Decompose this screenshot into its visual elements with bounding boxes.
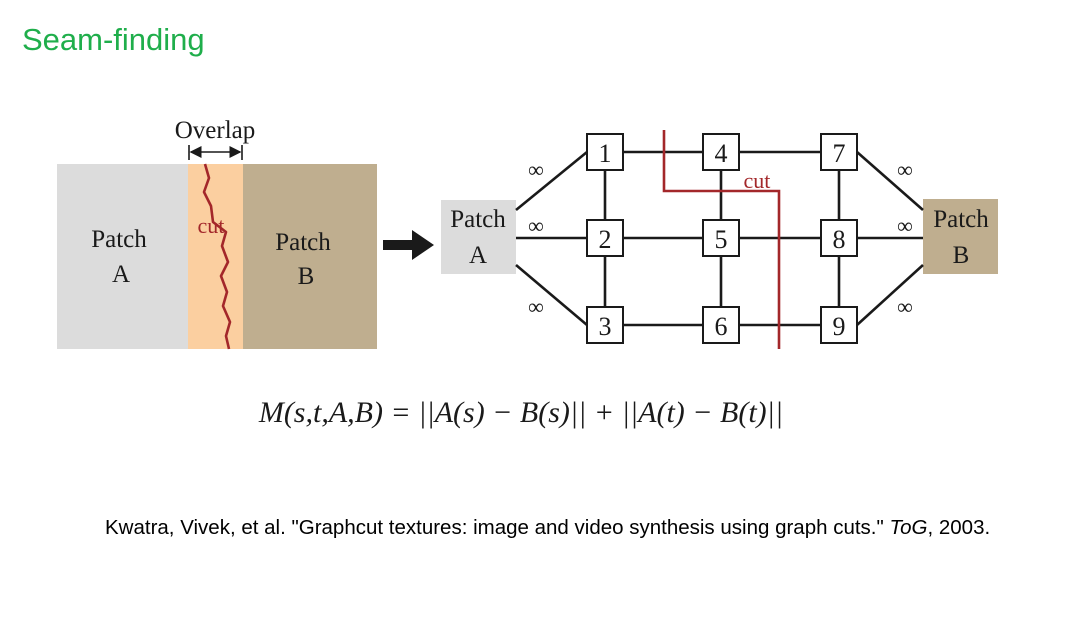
overlap-region bbox=[188, 164, 244, 349]
graph-cut-path bbox=[662, 130, 781, 349]
node-3-box bbox=[586, 306, 624, 344]
node-2-box bbox=[586, 219, 624, 257]
citation-main: Kwatra, Vivek, et al. "Graphcut textures… bbox=[105, 516, 890, 539]
infinity-label-sink-bottom: ∞ bbox=[897, 294, 913, 319]
infinity-label-source-top: ∞ bbox=[528, 157, 544, 182]
left-cut-label: cut bbox=[198, 213, 225, 238]
node-1-label: 1 bbox=[599, 139, 612, 168]
left-patch-a-label: Patch bbox=[91, 226, 147, 253]
node-3-label: 3 bbox=[599, 312, 612, 341]
infinity-label-source-bottom: ∞ bbox=[528, 294, 544, 319]
infinity-label-source-mid: ∞ bbox=[528, 213, 544, 238]
node-8-label: 8 bbox=[833, 225, 846, 254]
sink-patch-letter: B bbox=[953, 242, 970, 269]
graph-cut-label: cut bbox=[744, 168, 771, 193]
infinity-label-sink-mid: ∞ bbox=[897, 213, 913, 238]
sink-patch-b-box bbox=[923, 199, 998, 274]
node-9-label: 9 bbox=[833, 312, 846, 341]
sink-patch-label: Patch bbox=[933, 206, 989, 233]
seam-cut-line bbox=[202, 163, 232, 350]
node-5-box bbox=[702, 219, 740, 257]
node-2-label: 2 bbox=[599, 225, 612, 254]
citation-venue: ToG bbox=[889, 516, 928, 539]
slide-title: Seam-finding bbox=[22, 22, 205, 57]
node-1-box bbox=[586, 133, 624, 171]
graph-nodes bbox=[586, 133, 858, 344]
left-patch-b-letter: B bbox=[298, 263, 315, 290]
node-4-box bbox=[702, 133, 740, 171]
node-7-box bbox=[820, 133, 858, 171]
node-6-box bbox=[702, 306, 740, 344]
left-patch-a-letter: A bbox=[112, 261, 130, 288]
node-4-label: 4 bbox=[715, 139, 728, 168]
source-patch-a-box bbox=[441, 200, 516, 274]
transform-arrow bbox=[383, 230, 434, 260]
node-8-box bbox=[820, 219, 858, 257]
patch-b-region bbox=[243, 164, 377, 349]
citation-year: , 2003. bbox=[927, 516, 991, 539]
node-9-box bbox=[820, 306, 858, 344]
source-patch-letter: A bbox=[469, 242, 487, 269]
patch-a-region bbox=[57, 164, 190, 349]
node-5-label: 5 bbox=[715, 225, 728, 254]
node-6-label: 6 bbox=[715, 312, 728, 341]
source-patch-label: Patch bbox=[450, 206, 506, 233]
infinity-label-sink-top: ∞ bbox=[897, 157, 913, 182]
overlap-label: Overlap bbox=[175, 117, 256, 144]
node-7-label: 7 bbox=[833, 139, 846, 168]
left-patch-b-label: Patch bbox=[275, 229, 331, 256]
citation: Kwatra, Vivek, et al. "Graphcut textures… bbox=[105, 514, 1025, 542]
matching-cost-formula: M(s,t,A,B) = ||A(s) − B(s)|| + ||A(t) − … bbox=[258, 396, 783, 429]
